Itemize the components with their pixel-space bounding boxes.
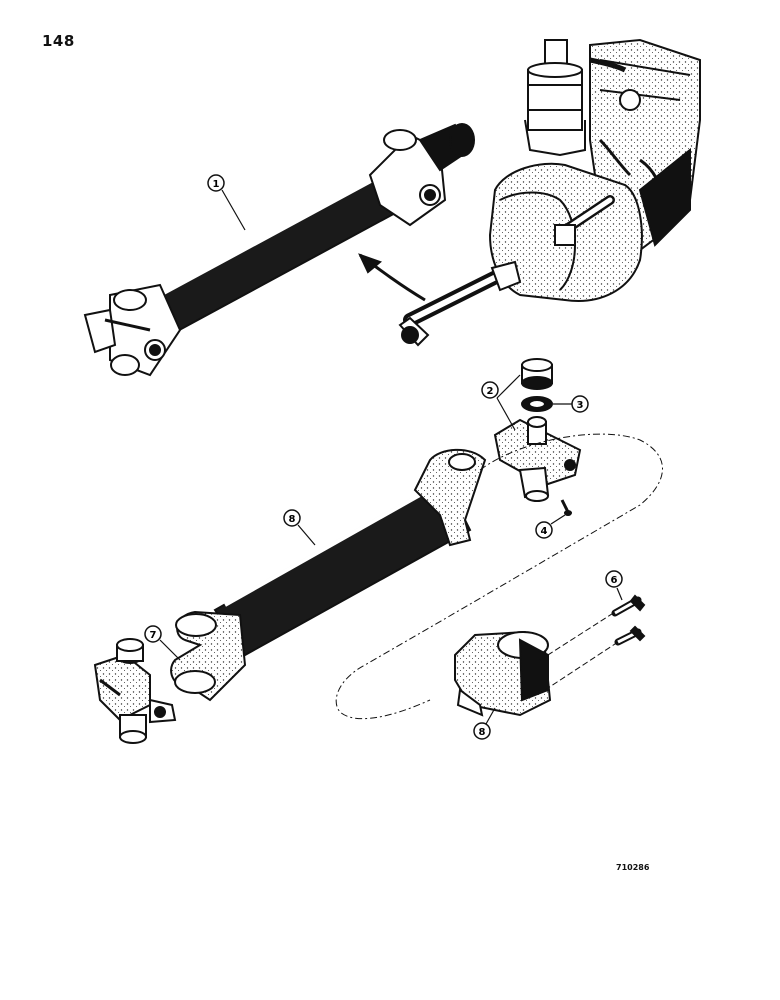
callout-6: 6 xyxy=(605,570,623,601)
engine-assembly-illustration xyxy=(358,38,701,347)
callout-label: 2 xyxy=(487,386,494,397)
flange-yoke-and-bolts xyxy=(454,594,646,717)
callout-1: 1 xyxy=(207,174,246,231)
callout-label: 1 xyxy=(213,179,220,190)
assembled-driveshaft xyxy=(83,123,475,377)
callout-label: 3 xyxy=(577,400,584,411)
front-universal-joint xyxy=(493,358,582,516)
rear-universal-joint xyxy=(93,638,177,744)
callout-3: 3 xyxy=(553,395,589,413)
bolt-alignment-line xyxy=(539,611,616,661)
bolt-alignment-line xyxy=(544,641,619,691)
callout-7: 7 xyxy=(144,625,181,661)
callout-4: 4 xyxy=(535,514,566,539)
exploded-driveshaft-tube xyxy=(170,448,487,702)
callout-8-tube: 8 xyxy=(283,509,316,546)
callout-label: 8 xyxy=(289,514,296,525)
drawing-reference-code: 710286 xyxy=(616,863,650,872)
callout-label: 8 xyxy=(479,727,486,738)
assembly-group-outline xyxy=(335,433,663,720)
callout-2: 2 xyxy=(481,374,521,431)
callout-label: 7 xyxy=(150,630,157,641)
callout-8-flange: 8 xyxy=(473,707,496,740)
callout-label: 4 xyxy=(541,526,548,537)
callout-label: 6 xyxy=(611,575,618,586)
page-number: 148 xyxy=(42,32,75,50)
